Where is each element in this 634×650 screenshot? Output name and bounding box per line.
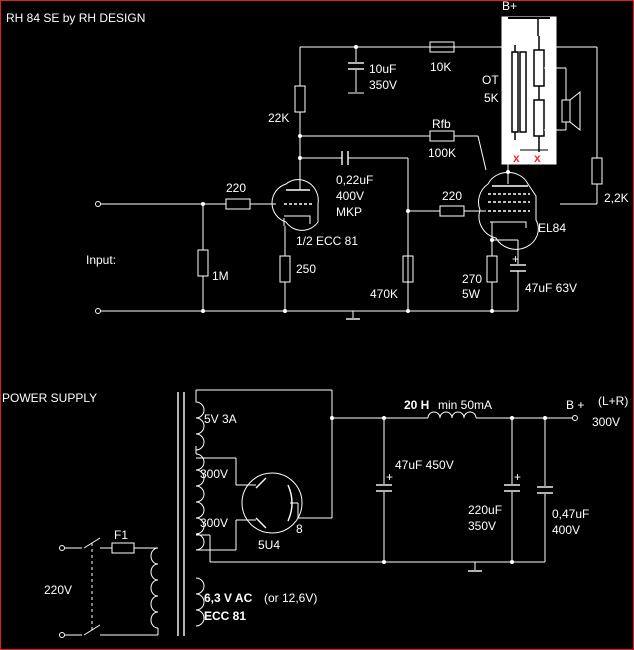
rfb-label: Rfb [432, 117, 451, 131]
sec-300v-a-label: 300V [200, 467, 228, 481]
filter-cap-3: 0,47uF 400V [537, 418, 589, 562]
bypass-capacitor: 10uF 350V [348, 47, 397, 94]
resistor-270-label: 270 [462, 272, 482, 286]
resistor-250-label: 250 [296, 262, 316, 276]
bypass-cap-voltage: 350V [369, 78, 397, 92]
heater-tube-label: ECC 81 [204, 609, 246, 623]
sec-5v-label: 5V 3A [204, 412, 237, 426]
filter-cap-3-voltage: 400V [552, 523, 580, 537]
power-transformer [150, 392, 205, 636]
tube-ecc81: 1/2 ECC 81 [271, 179, 358, 248]
psu-bplus-label: B + [566, 398, 584, 412]
speaker-icon [544, 67, 581, 132]
tube-el84: EL84 [478, 164, 566, 250]
bplus-top-label: B+ [502, 0, 517, 13]
grid-resistor-1: 220 [100, 181, 276, 210]
filter-cap-3-value: 0,47uF [552, 507, 589, 521]
choke-label: 20 H [404, 398, 429, 412]
resistor-470k: 470K [370, 255, 414, 301]
rectifier-heater-wires [195, 389, 475, 563]
resistor-1m: 1M [197, 202, 229, 311]
top-rail [299, 46, 508, 183]
filter-cap-1: + 47uF 450V [376, 418, 454, 564]
ground-terminal [95, 308, 101, 314]
resistor-2k2: 2,2K [556, 46, 629, 205]
filter-cap-1-plus: + [386, 470, 393, 484]
heater-label: 6,3 V AC [204, 591, 253, 605]
fuse-label: F1 [114, 528, 128, 542]
feedback-resistor: Rfb 100K [300, 117, 487, 171]
resistor-1m-label: 1M [212, 269, 229, 283]
psu-title: POWER SUPPLY [2, 391, 97, 405]
sec-300v-b-label: 300V [200, 516, 228, 530]
psu-bplus-lr: (L+R) [598, 394, 628, 408]
resistor-22k: 22K [268, 85, 306, 125]
schematic-title: RH 84 SE by RH DESIGN [6, 11, 145, 25]
output-transformer: x x [501, 16, 557, 165]
resistor-2k2-label: 2,2K [604, 191, 629, 205]
filter-cap-2-plus: + [514, 470, 521, 484]
rfb-value: 100K [428, 146, 456, 160]
cathode-cap-plus: + [512, 252, 519, 266]
node-anode [298, 156, 302, 160]
tube2-label: EL84 [538, 221, 566, 235]
grid-resistor-2-label: 220 [442, 189, 462, 203]
choke-spec: min 50mA [438, 398, 492, 412]
resistor-10k-label: 10K [430, 60, 451, 74]
mains-input: F1 220V [44, 528, 159, 638]
amp-ground-rail [100, 309, 518, 320]
grid-resistor-1-label: 220 [226, 181, 246, 195]
input-label: Input: [86, 253, 116, 267]
coupling-capacitor: 0,22uF 400V MKP [300, 151, 410, 310]
filter-cap-2-voltage: 350V [468, 519, 496, 533]
resistor-270-watt: 5W [462, 287, 481, 301]
ot-impedance: 5K [484, 91, 499, 105]
bypass-cap-value: 10uF [369, 62, 396, 76]
coupling-cap-type: MKP [336, 205, 362, 219]
psu-ground [468, 561, 545, 572]
psu-bplus-voltage: 300V [592, 415, 620, 429]
choke: 20 H min 50mA [330, 398, 578, 421]
resistor-10k: 10K [429, 41, 455, 74]
resistor-470k-label: 470K [370, 287, 398, 301]
grid-resistor-2: 220 [408, 189, 486, 217]
node-bypass [354, 45, 358, 49]
filter-cap-2-value: 220uF [468, 503, 502, 517]
el84-cathode-network: + 270 5W 47uF 63V [462, 234, 577, 311]
mains-label: 220V [44, 583, 72, 597]
filter-cap-2: + 220uF 350V [468, 418, 521, 564]
input-terminal [95, 201, 101, 207]
resistor-22k-label: 22K [268, 111, 289, 125]
ot-label: OT [482, 73, 499, 87]
coupling-cap-voltage: 400V [336, 189, 364, 203]
resistor-250: 250 [279, 226, 316, 311]
rectifier-label: 5U4 [258, 538, 280, 552]
mark-x-2: x [534, 151, 541, 165]
coupling-cap-value: 0,22uF [336, 173, 373, 187]
rectifier-pin: 8 [296, 522, 303, 536]
rectifier-5u4: 5U4 8 [241, 472, 303, 552]
node-anode-feedback [298, 134, 302, 138]
tube1-label: 1/2 ECC 81 [296, 234, 358, 248]
filter-cap-1-label: 47uF 450V [395, 458, 454, 472]
heater-alt-label: (or 12,6V) [264, 591, 317, 605]
cathode-cap-label: 47uF 63V [525, 281, 577, 295]
mark-x-1: x [513, 151, 520, 165]
